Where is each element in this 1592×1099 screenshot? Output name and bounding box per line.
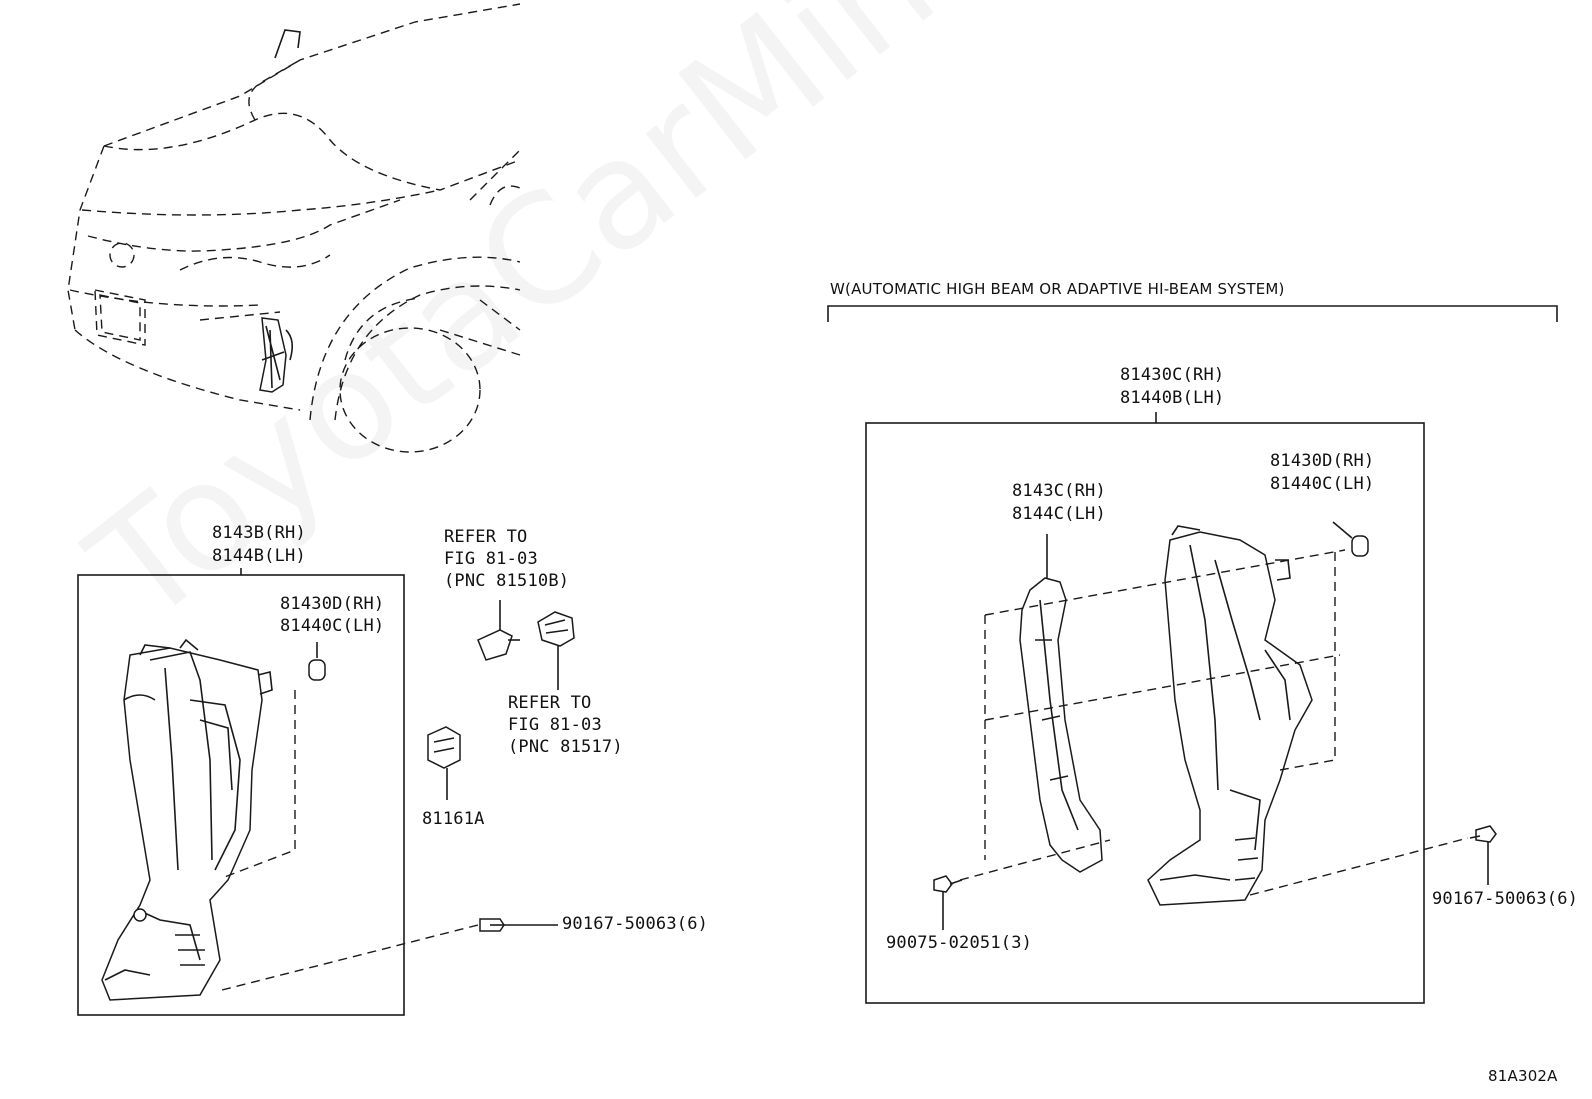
label-outer-lh: 81440B(LH) [1120,388,1225,408]
socket-81161a [427,726,461,800]
left-bolt [479,918,558,932]
right-group-frame [865,422,1425,1004]
label-assembly-lh: 8144B(LH) [212,546,306,566]
vehicle-outline [67,3,521,453]
label-bracket-lh: 8144C(LH) [1012,504,1106,524]
label-right-cap-lh: 81440C(LH) [1270,474,1375,494]
label-left-bolt: 90167-50063(6) [562,914,709,934]
label-right-bolt: 90167-50063(6) [1432,889,1579,909]
right-bolt [1469,825,1497,885]
right-screw [933,875,963,930]
label-right-cap-rh: 81430D(RH) [1270,451,1375,471]
label-right-screw: 90075-02051(3) [886,933,1033,953]
label-ref1-line3: (PNC 81510B) [444,571,570,591]
option-bracket [827,305,1558,322]
label-outer-rh: 81430C(RH) [1120,365,1225,385]
label-ref2-line1: REFER TO [508,693,592,713]
right-cap [1332,521,1369,557]
right-bracket [1019,534,1103,873]
left-lamp-housing [101,638,273,1001]
bulb-510b [477,600,520,661]
group-heading: W(AUTOMATIC HIGH BEAM OR ADAPTIVE HI-BEA… [830,280,1285,298]
socket-517 [537,611,575,690]
label-ref1-line1: REFER TO [444,527,528,547]
left-cap [308,642,326,681]
label-ref2-line3: (PNC 81517) [508,737,623,757]
label-ref2-line2: FIG 81-03 [508,715,602,735]
label-bracket-rh: 8143C(RH) [1012,481,1106,501]
label-left-cap-lh: 81440C(LH) [280,616,385,636]
right-lamp-housing [1147,525,1313,906]
label-assembly-rh: 8143B(RH) [212,523,306,543]
label-ref1-line2: FIG 81-03 [444,549,538,569]
label-socket: 81161A [422,809,485,829]
label-left-cap-rh: 81430D(RH) [280,594,385,614]
figure-code: 81A302A [1488,1067,1558,1085]
